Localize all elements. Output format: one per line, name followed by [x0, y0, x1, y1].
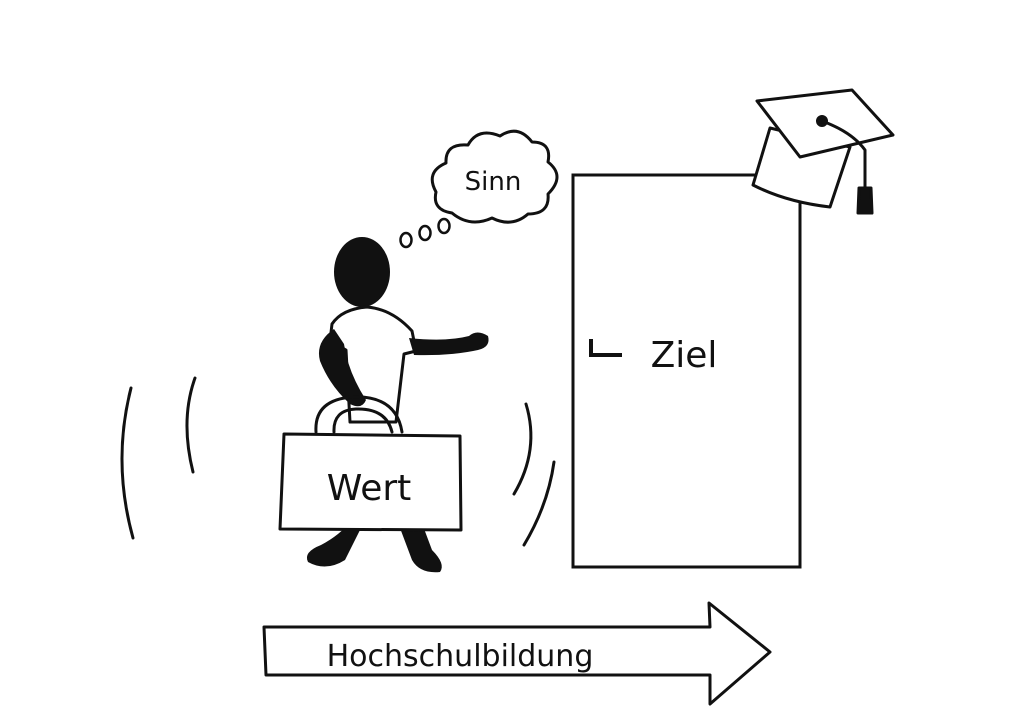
thought-cloud [430, 129, 559, 224]
motion-lines-right [512, 402, 556, 547]
education-arrow [262, 601, 772, 706]
bag-label: Wert [327, 468, 412, 509]
door-handle-icon [589, 339, 622, 357]
arrow-label: Hochschulbildung [327, 639, 594, 674]
thought-label: Sinn [465, 167, 522, 197]
goal-label: Ziel [651, 335, 718, 376]
motion-lines-left [120, 376, 197, 540]
graduation-cap-icon [751, 88, 895, 215]
goal-door [571, 173, 802, 569]
thought-dots [399, 217, 451, 249]
stick-figure-icon [306, 237, 489, 573]
value-bag [278, 432, 463, 532]
